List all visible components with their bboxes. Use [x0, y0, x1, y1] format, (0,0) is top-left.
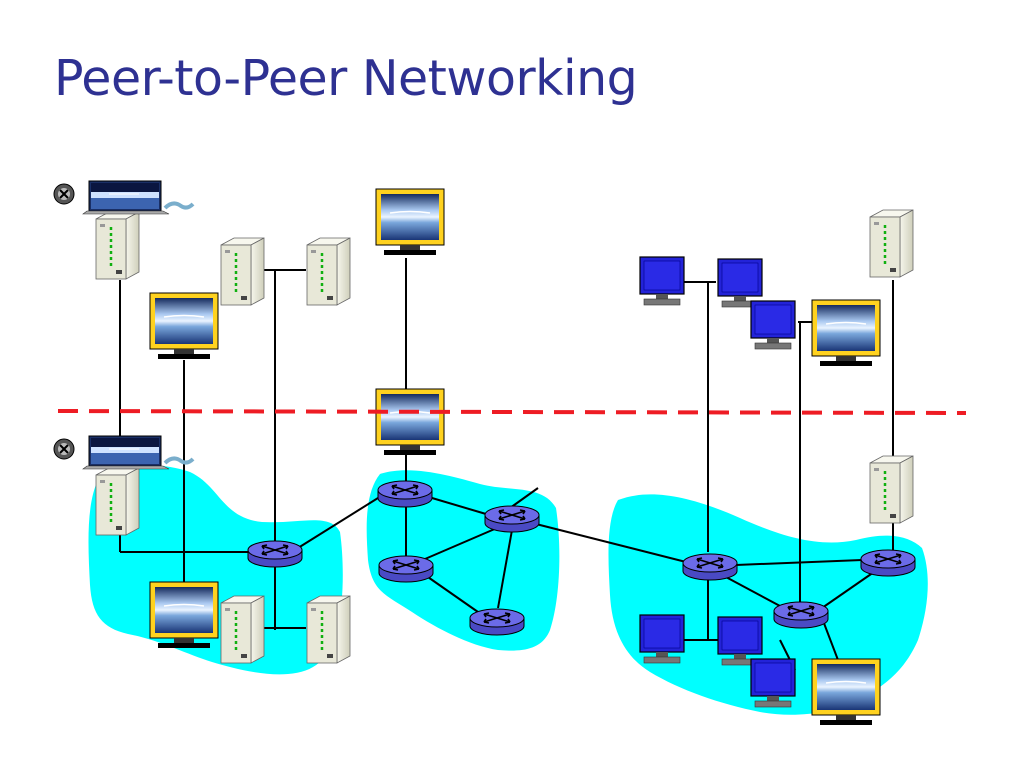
monitor-icon: [375, 188, 445, 256]
server-tower-icon: [219, 594, 266, 665]
laptop-icon: [52, 179, 195, 216]
desktop-pc-icon: [717, 258, 763, 308]
router-icon: [682, 553, 738, 581]
monitor-icon: [375, 388, 445, 456]
desktop-pc-icon: [639, 256, 685, 306]
overlay-boundary-line: [57, 409, 967, 415]
router-icon: [484, 505, 540, 533]
monitor-icon: [811, 658, 881, 726]
server-tower-icon: [868, 208, 915, 279]
router-icon: [469, 608, 525, 636]
laptop-icon: [52, 434, 195, 471]
server-tower-icon: [94, 210, 141, 281]
router-icon: [378, 555, 434, 583]
server-tower-icon: [94, 466, 141, 537]
page-title: Peer-to-Peer Networking: [54, 50, 638, 107]
monitor-icon: [149, 581, 219, 649]
monitor-icon: [149, 292, 219, 360]
server-tower-icon: [305, 236, 352, 307]
server-tower-icon: [305, 594, 352, 665]
server-tower-icon: [868, 454, 915, 525]
monitor-icon: [811, 299, 881, 367]
router-icon: [247, 540, 303, 568]
router-icon: [773, 601, 829, 629]
desktop-pc-icon: [750, 300, 796, 350]
server-tower-icon: [219, 236, 266, 307]
router-icon: [860, 549, 916, 577]
router-icon: [377, 480, 433, 508]
